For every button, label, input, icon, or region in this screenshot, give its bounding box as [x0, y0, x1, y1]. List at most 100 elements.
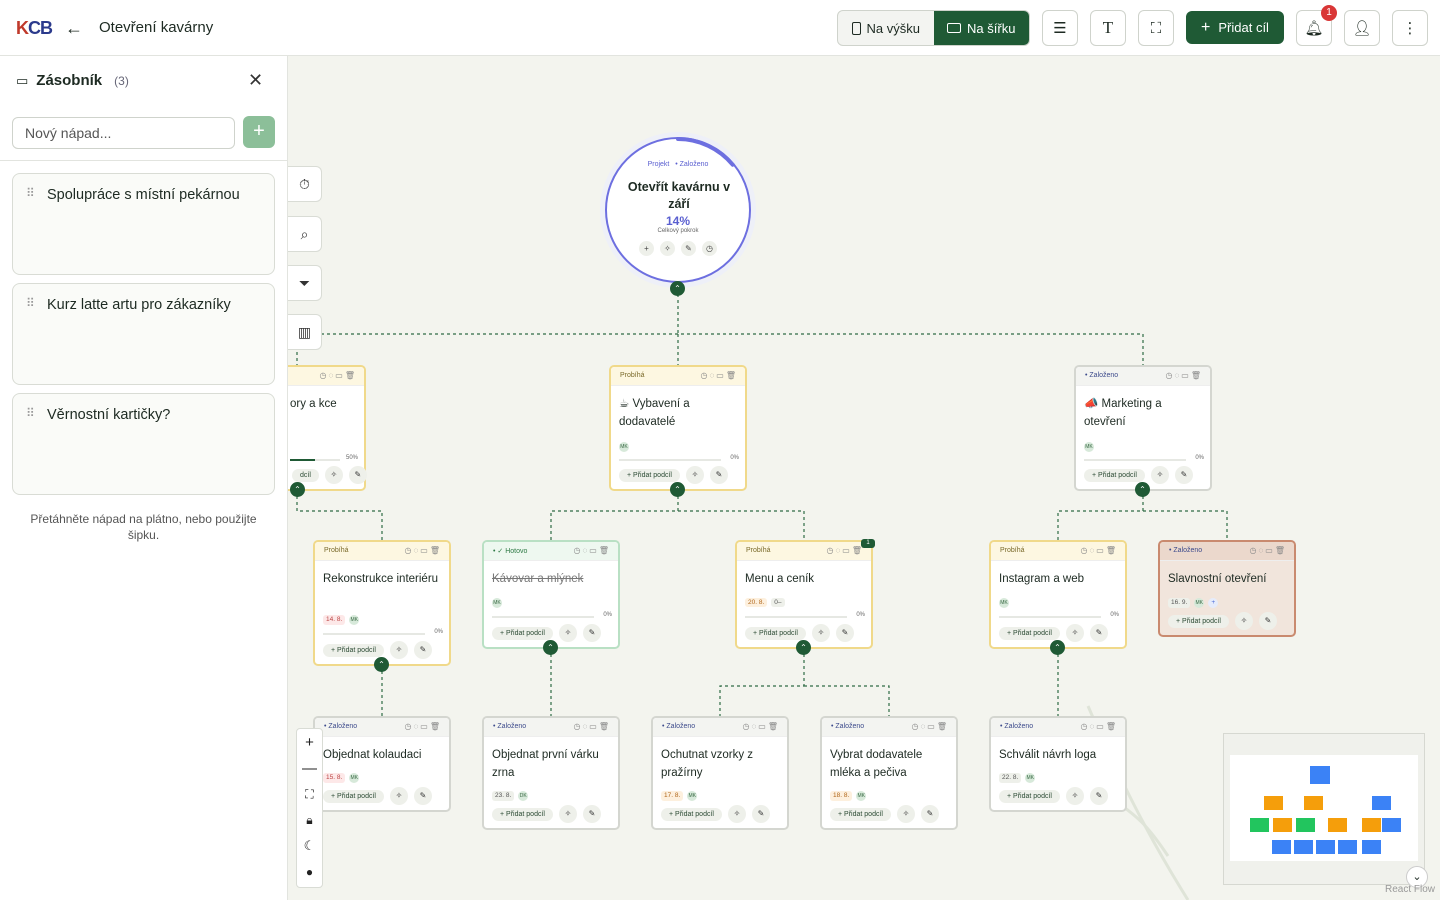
search-button[interactable]: ⌕: [288, 216, 322, 252]
add-subgoal-button[interactable]: + Přidat podcíl: [323, 789, 384, 803]
drag-handle-icon[interactable]: ⠿: [26, 296, 36, 310]
node-tools-icon[interactable]: ◷◌▭🗑︎: [700, 371, 738, 380]
goal-node-instagram[interactable]: Probíhá◷◌▭🗑︎ Instagram a web MK 0% + Při…: [989, 540, 1127, 649]
magic-wand-icon[interactable]: ✧: [324, 466, 343, 484]
add-idea-button[interactable]: +: [243, 116, 275, 148]
goal-node-coffee-machine[interactable]: • ✓ Hotovo◷◌▭🗑︎ Kávovar a mlýnek MK 0% +…: [482, 540, 620, 649]
collapse-children-button[interactable]: ⌃: [290, 482, 305, 497]
chevron-down-icon[interactable]: ⌄: [1406, 866, 1428, 888]
node-tools-icon[interactable]: ◷◌▭🗑︎: [404, 546, 442, 555]
lock-icon[interactable]: 🔒︎: [306, 812, 313, 827]
root-goal-node[interactable]: Projekt • Založeno Otevřít kavárnu v zář…: [605, 137, 751, 283]
edit-icon[interactable]: ✎: [835, 624, 854, 642]
goal-node-samples[interactable]: • Založeno◷◌▭🗑︎ Ochutnat vzorky z pražír…: [651, 716, 789, 830]
collapse-children-button[interactable]: ⌃: [670, 482, 685, 497]
edit-icon[interactable]: ✎: [1089, 624, 1108, 642]
zoom-in-icon[interactable]: +: [305, 733, 314, 751]
goal-node-equipment[interactable]: Probíhá◷◌▭🗑︎ ☕ Vybavení a dodavatelé MK …: [609, 365, 747, 491]
fit-view-icon[interactable]: ⛶: [305, 786, 314, 801]
node-tools-icon[interactable]: ◷◌▭🗑︎: [573, 722, 611, 731]
add-subgoal-button[interactable]: + Přidat podcíl: [492, 626, 553, 640]
magic-wand-icon[interactable]: ✧: [1234, 612, 1253, 630]
collapse-children-button[interactable]: ⌃: [543, 640, 558, 655]
goal-node-beans[interactable]: • Založeno◷◌▭🗑︎ Objednat první várku zrn…: [482, 716, 620, 830]
edit-icon[interactable]: ✎: [582, 805, 601, 823]
edit-icon[interactable]: ✎: [582, 624, 601, 642]
node-tools-icon[interactable]: ◷◌▭🗑︎: [319, 371, 357, 380]
orientation-landscape-button[interactable]: Na šířku: [933, 11, 1029, 45]
fullscreen-button[interactable]: ⛶: [1138, 10, 1174, 46]
magic-wand-icon[interactable]: ✧: [727, 805, 746, 823]
idea-card[interactable]: ⠿ Věrnostní kartičky?: [12, 393, 275, 495]
magic-wand-icon[interactable]: ✧: [685, 466, 704, 484]
add-subgoal-button[interactable]: dcíl: [292, 468, 319, 482]
goal-node-reconstruction[interactable]: Probíhá◷◌▭🗑︎ Rekonstrukce interiéru 14. …: [313, 540, 451, 666]
magic-wand-icon[interactable]: ✧: [811, 624, 830, 642]
add-subgoal-button[interactable]: + Přidat podcíl: [999, 626, 1060, 640]
new-idea-input[interactable]: [12, 117, 235, 149]
edit-icon[interactable]: ✎: [681, 241, 696, 256]
dark-mode-icon[interactable]: ☾: [303, 838, 316, 853]
magic-wand-icon[interactable]: ✧: [389, 641, 408, 659]
layout-list-button[interactable]: ☰: [1042, 10, 1078, 46]
add-subgoal-button[interactable]: + Přidat podcíl: [1168, 614, 1229, 628]
drag-handle-icon[interactable]: ⠿: [26, 406, 36, 420]
timer-icon[interactable]: ◷: [702, 241, 717, 256]
magic-wand-icon[interactable]: ✧: [389, 787, 408, 805]
magic-wand-icon[interactable]: ✧: [896, 805, 915, 823]
magic-wand-icon[interactable]: ✧: [660, 241, 675, 256]
add-subgoal-button[interactable]: + Přidat podcíl: [830, 807, 891, 821]
node-tools-icon[interactable]: ◷◌▭🗑︎: [1249, 546, 1287, 555]
collapse-children-button[interactable]: ⌃: [374, 657, 389, 672]
add-subgoal-button[interactable]: + Přidat podcíl: [661, 807, 722, 821]
node-tools-icon[interactable]: ◷◌▭🗑︎: [826, 546, 864, 555]
collapse-children-button[interactable]: ⌃: [670, 281, 685, 296]
palette-icon[interactable]: ●: [305, 865, 314, 879]
edit-icon[interactable]: ✎: [348, 466, 367, 484]
magic-wand-icon[interactable]: ✧: [558, 624, 577, 642]
magic-wand-icon[interactable]: ✧: [558, 805, 577, 823]
add-assignee-icon[interactable]: +: [1208, 598, 1219, 608]
edit-icon[interactable]: ✎: [1089, 787, 1108, 805]
close-icon[interactable]: ✕: [248, 70, 264, 90]
drag-handle-icon[interactable]: ⠿: [26, 186, 36, 200]
orientation-portrait-button[interactable]: Na výšku: [838, 11, 934, 45]
add-goal-button[interactable]: +Přidat cíl: [1186, 11, 1284, 44]
goal-node-milk[interactable]: • Založeno◷◌▭🗑︎ Vybrat dodavatele mléka …: [820, 716, 958, 830]
add-subgoal-button[interactable]: + Přidat podcíl: [1084, 468, 1145, 482]
add-icon[interactable]: +: [639, 241, 654, 256]
node-tools-icon[interactable]: ◷◌▭🗑︎: [404, 722, 442, 731]
edit-icon[interactable]: ✎: [751, 805, 770, 823]
app-logo[interactable]: KCB: [16, 18, 53, 38]
idea-card[interactable]: ⠿ Kurz latte artu pro zákazníky: [12, 283, 275, 385]
node-tools-icon[interactable]: ◷◌▭🗑︎: [742, 722, 780, 731]
magic-wand-icon[interactable]: ✧: [1150, 466, 1169, 484]
edit-icon[interactable]: ✎: [1258, 612, 1277, 630]
goal-node-marketing[interactable]: • Založeno◷◌▭🗑︎ 📣 Marketing a otevření M…: [1074, 365, 1212, 491]
profile-button[interactable]: 👤︎: [1344, 10, 1380, 46]
react-flow-attribution[interactable]: React Flow: [1385, 884, 1436, 895]
edit-icon[interactable]: ✎: [1174, 466, 1193, 484]
node-tools-icon[interactable]: ◷◌▭🗑︎: [573, 546, 611, 555]
zoom-out-icon[interactable]: —: [302, 759, 317, 777]
node-tools-icon[interactable]: ◷◌▭🗑︎: [1080, 722, 1118, 731]
goal-node-left[interactable]: ◷◌▭🗑︎ ory a kce 50% dcíl ✧ ✎: [288, 365, 367, 491]
magic-wand-icon[interactable]: ✧: [1065, 787, 1084, 805]
goal-canvas[interactable]: ⏱ ⌕ ⏷ ▥ Projekt • Založeno Otevřít kavár…: [288, 56, 1440, 900]
collapse-children-button[interactable]: ⌃: [1135, 482, 1150, 497]
more-menu-button[interactable]: ⋮: [1392, 10, 1428, 46]
minimap[interactable]: [1223, 733, 1425, 885]
add-subgoal-button[interactable]: + Přidat podcíl: [999, 789, 1060, 803]
timer-button[interactable]: ⏱: [288, 166, 322, 202]
collapse-children-button[interactable]: ⌃: [1050, 640, 1065, 655]
edit-icon[interactable]: ✎: [413, 787, 432, 805]
edit-icon[interactable]: ✎: [413, 641, 432, 659]
comment-count-badge[interactable]: 1: [861, 539, 875, 548]
text-button[interactable]: T: [1090, 10, 1126, 46]
node-tools-icon[interactable]: ◷◌▭🗑︎: [911, 722, 949, 731]
magic-wand-icon[interactable]: ✧: [1065, 624, 1084, 642]
node-tools-icon[interactable]: ◷◌▭🗑︎: [1165, 371, 1203, 380]
filter-button[interactable]: ⏷: [288, 265, 322, 301]
goal-node-logo[interactable]: • Založeno◷◌▭🗑︎ Schválit návrh loga 22. …: [989, 716, 1127, 812]
add-subgoal-button[interactable]: + Přidat podcíl: [323, 643, 384, 657]
